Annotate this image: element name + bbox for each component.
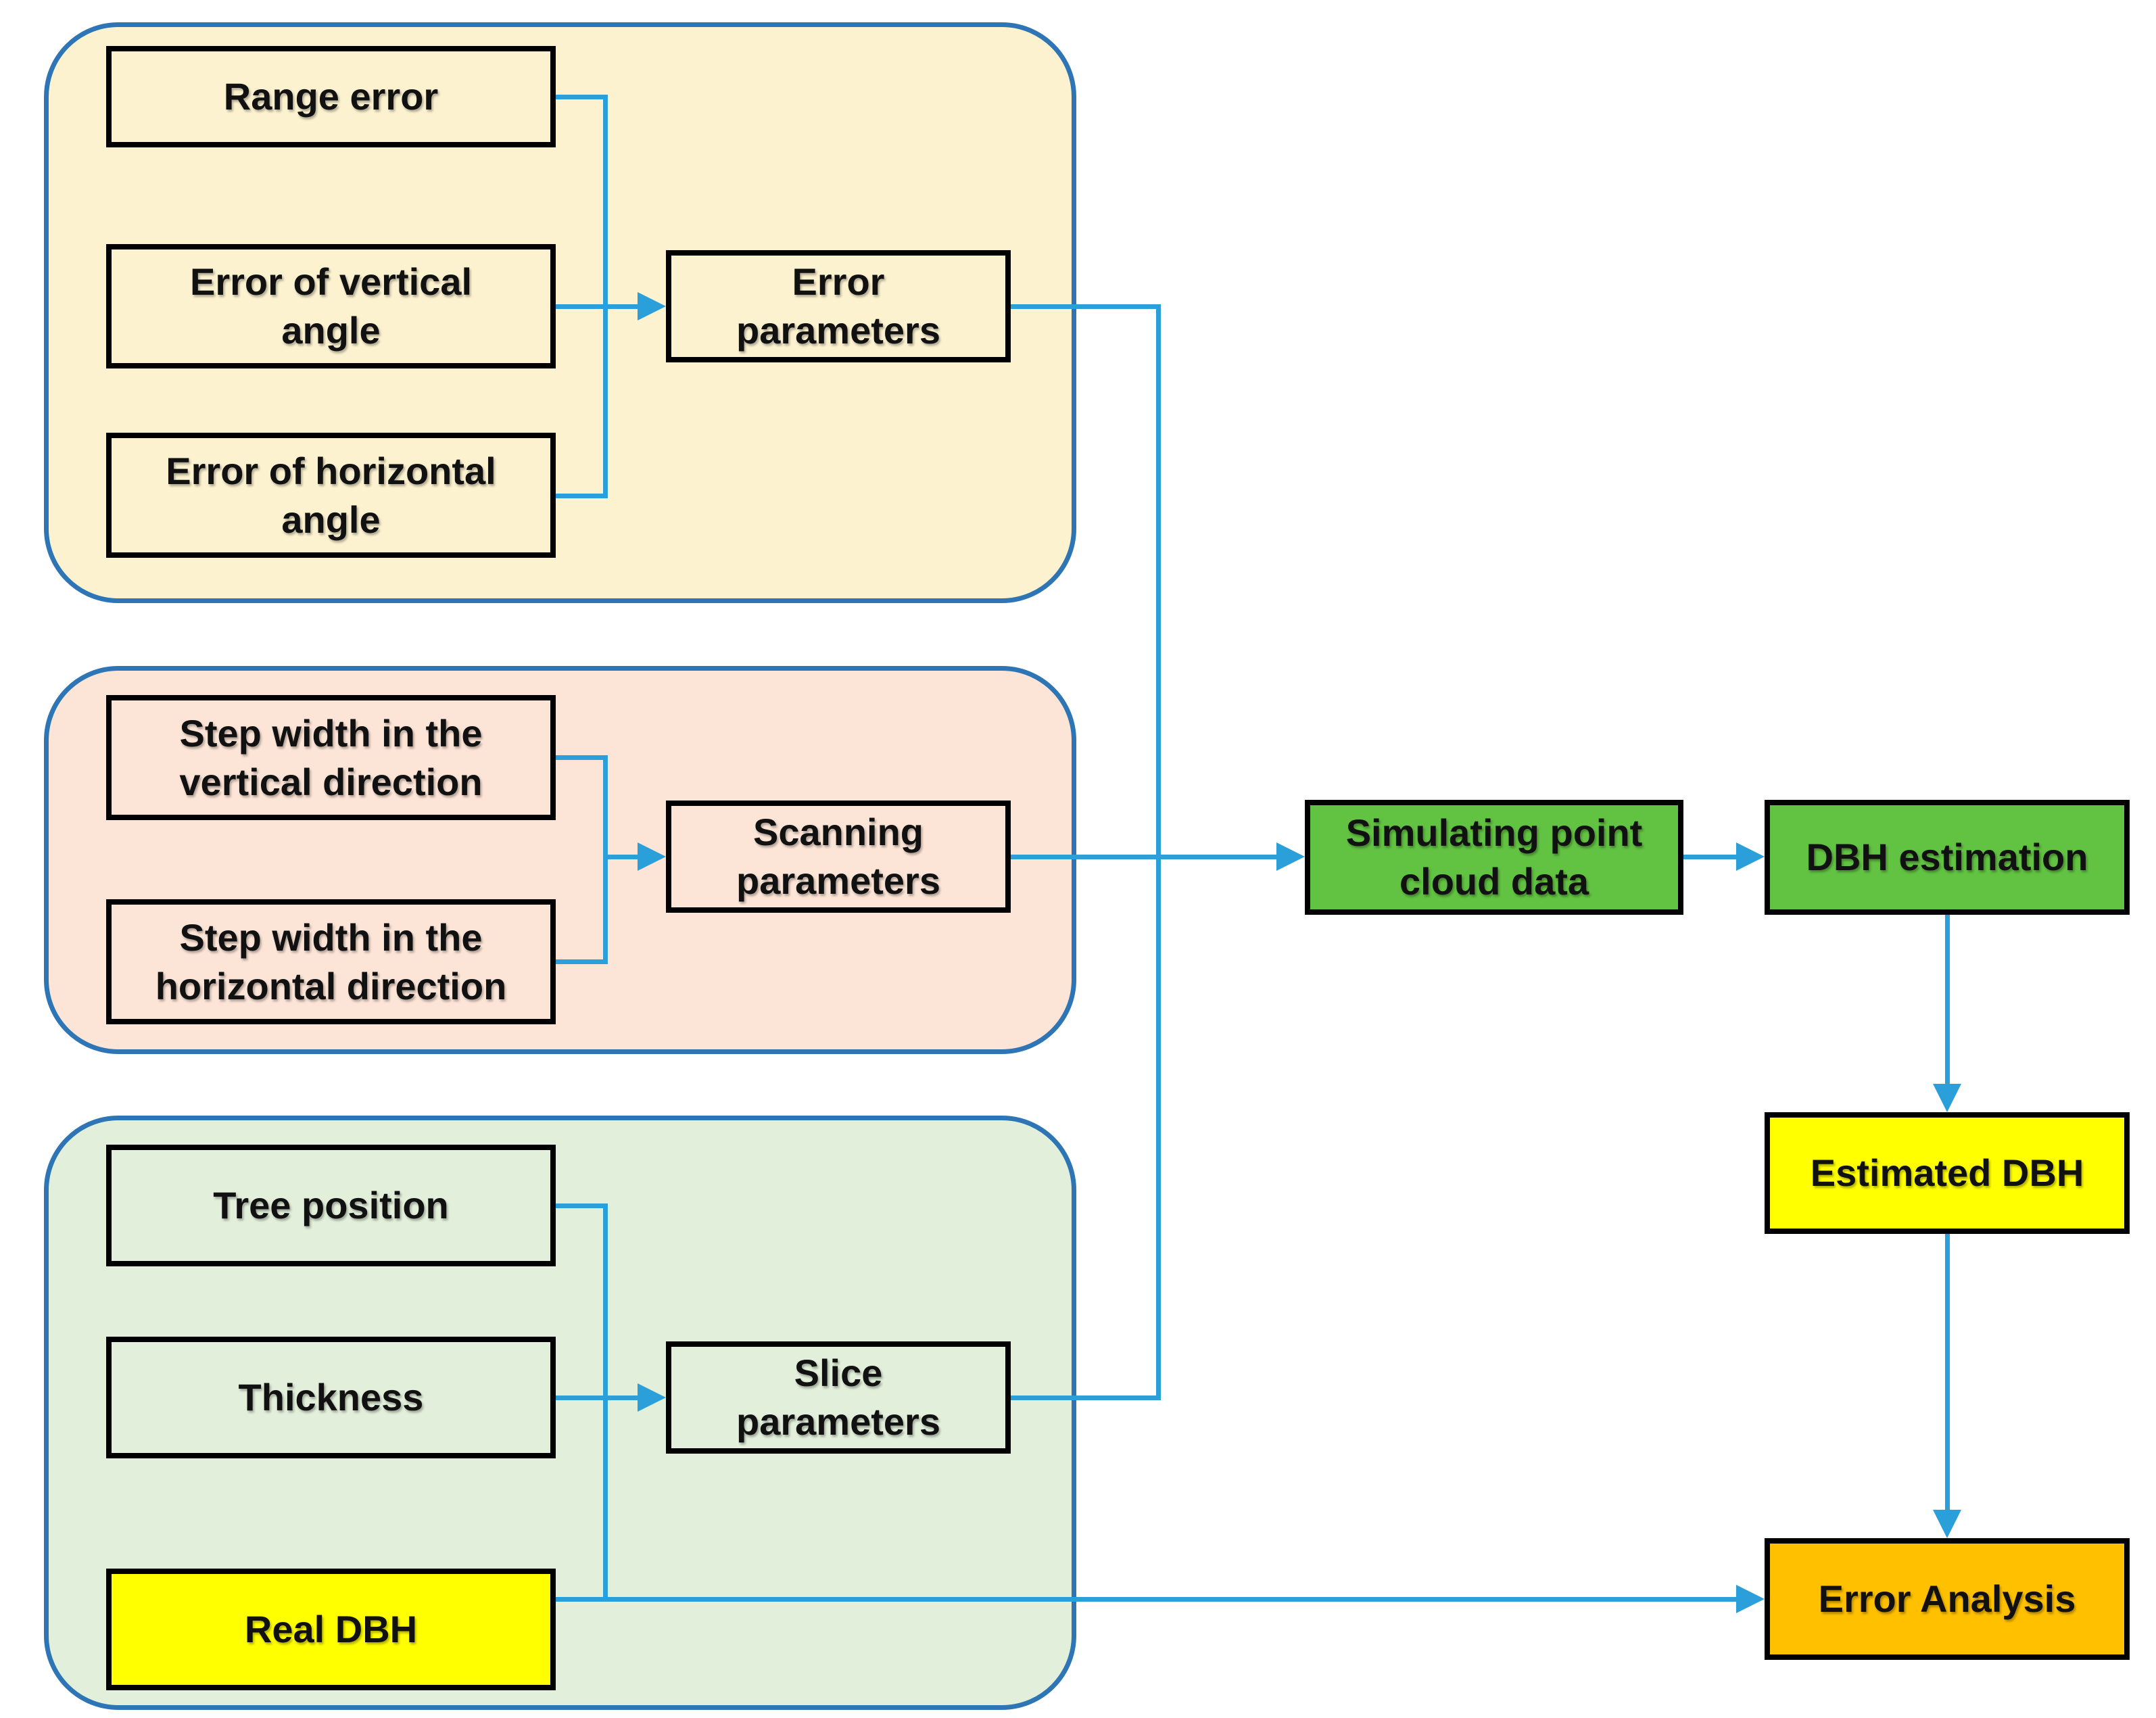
- node-step-width-horizontal-label: Step width in the horizontal direction: [155, 915, 507, 1007]
- node-estimated-dbh-label: Estimated DBH: [1810, 1151, 2084, 1195]
- arrowhead-into-error-analysis-left: [1736, 1585, 1765, 1613]
- node-tree-position: Tree position: [106, 1145, 556, 1266]
- node-dbh-estimation-label: DBH estimation: [1806, 836, 2088, 879]
- connector-step-vertical-out: [556, 755, 608, 760]
- connector-thickness-out: [556, 1395, 640, 1400]
- node-step-width-vertical: Step width in the vertical direction: [106, 695, 556, 820]
- node-error-parameters: Error parameters: [666, 250, 1011, 362]
- connector-error-parameters-to-bus: [1011, 304, 1161, 309]
- arrowhead-into-error-parameters: [638, 292, 666, 320]
- node-real-dbh: Real DBH: [106, 1569, 556, 1690]
- node-scanning-parameters: Scanning parameters: [666, 801, 1011, 913]
- node-estimated-dbh: Estimated DBH: [1765, 1112, 2130, 1234]
- connector-parameter-bus: [1156, 304, 1161, 1400]
- node-step-width-vertical-label: Step width in the vertical direction: [179, 711, 483, 803]
- node-error-analysis-label: Error Analysis: [1818, 1577, 2076, 1621]
- node-simulating-point-cloud: Simulating point cloud data: [1305, 800, 1683, 915]
- node-error-vertical-angle-label: Error of vertical angle: [189, 260, 473, 352]
- connector-error-group-junction: [603, 95, 608, 498]
- node-error-horizontal-angle-label: Error of horizontal angle: [166, 449, 496, 541]
- node-thickness: Thickness: [106, 1337, 556, 1458]
- node-step-width-horizontal: Step width in the horizontal direction: [106, 899, 556, 1024]
- connector-into-scanning-parameters: [603, 855, 640, 859]
- node-error-parameters-label: Error parameters: [736, 260, 940, 352]
- node-simulating-point-cloud-label: Simulating point cloud data: [1345, 811, 1643, 903]
- arrowhead-into-simulating: [1276, 842, 1305, 871]
- node-scanning-parameters-label: Scanning parameters: [736, 811, 940, 902]
- connector-horizontal-angle-out: [556, 494, 608, 498]
- node-slice-parameters-label: Slice parameters: [736, 1352, 940, 1443]
- node-real-dbh-label: Real DBH: [244, 1608, 418, 1651]
- connector-simulating-to-dbh: [1683, 855, 1739, 859]
- connector-main-into-simulating: [1011, 855, 1279, 859]
- node-slice-parameters: Slice parameters: [666, 1341, 1011, 1454]
- connector-tree-position-out: [556, 1203, 608, 1208]
- connector-slice-parameters-to-bus: [1011, 1395, 1161, 1400]
- arrowhead-into-estimated-dbh: [1933, 1084, 1961, 1112]
- arrowhead-into-slice-parameters: [638, 1383, 666, 1412]
- arrowhead-into-dbh-estimation: [1736, 842, 1765, 871]
- connector-step-horizontal-out: [556, 959, 608, 964]
- connector-dbh-to-estimated: [1945, 915, 1950, 1087]
- connector-real-dbh-to-error-analysis: [556, 1597, 1739, 1602]
- node-tree-position-label: Tree position: [213, 1184, 449, 1227]
- connector-scan-group-junction: [603, 755, 608, 964]
- arrowhead-into-scanning-parameters: [638, 842, 666, 871]
- node-range-error-label: Range error: [223, 75, 439, 118]
- connector-slice-group-junction: [603, 1203, 608, 1602]
- node-dbh-estimation: DBH estimation: [1765, 800, 2130, 915]
- node-range-error: Range error: [106, 46, 556, 147]
- connector-vertical-angle-out: [556, 304, 640, 309]
- node-error-vertical-angle: Error of vertical angle: [106, 244, 556, 368]
- arrowhead-into-error-analysis-top: [1933, 1510, 1961, 1538]
- node-error-horizontal-angle: Error of horizontal angle: [106, 433, 556, 558]
- node-thickness-label: Thickness: [238, 1376, 424, 1419]
- node-error-analysis: Error Analysis: [1765, 1538, 2130, 1660]
- connector-range-error-out: [556, 95, 608, 99]
- connector-estimated-to-analysis: [1945, 1234, 1950, 1512]
